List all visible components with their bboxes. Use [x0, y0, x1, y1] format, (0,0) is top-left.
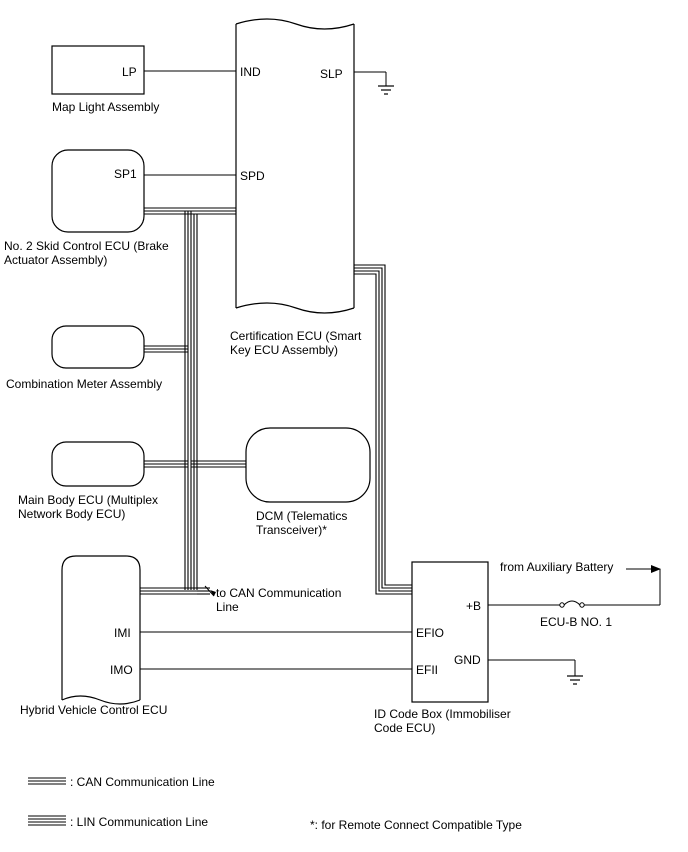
certification-ecu-label-2: Key ECU Assembly)	[230, 343, 338, 357]
main-body-label-2: Network Body ECU)	[18, 507, 125, 521]
dcm-label-1: DCM (Telematics	[256, 509, 347, 523]
power-wire	[488, 565, 661, 608]
lin-bus	[354, 264, 412, 595]
footnote: *: for Remote Connect Compatible Type	[310, 818, 522, 832]
legend-lin-swatch	[28, 815, 66, 826]
certification-ecu-label-1: Certification ECU (Smart	[230, 329, 362, 343]
dcm-box	[245, 427, 371, 503]
pin-lp: LP	[122, 65, 137, 79]
pin-efii: EFII	[416, 663, 438, 677]
hybrid-ecu-label: Hybrid Vehicle Control ECU	[20, 703, 167, 717]
combination-meter-label: Combination Meter Assembly	[6, 377, 162, 391]
dcm-label-2: Transceiver)*	[256, 523, 327, 537]
pin-spd: SPD	[240, 169, 265, 183]
id-code-box-label-2: Code ECU)	[374, 721, 435, 735]
combination-meter-box	[51, 325, 145, 369]
skid-control-box	[51, 149, 145, 233]
legend-lin-label: : LIN Communication Line	[70, 815, 208, 829]
hybrid-ecu	[61, 555, 141, 705]
certification-ecu	[235, 18, 355, 314]
can-line-arrow	[204, 585, 216, 597]
main-body-label-1: Main Body ECU (Multiplex	[18, 493, 158, 507]
skid-control-label-2: Actuator Assembly)	[4, 253, 107, 267]
skid-control-label-1: No. 2 Skid Control ECU (Brake	[4, 239, 169, 253]
aux-battery-label: from Auxiliary Battery	[500, 560, 613, 574]
legend-can-swatch	[28, 777, 66, 785]
main-body-ecu-box	[51, 441, 145, 487]
fuse-label: ECU-B NO. 1	[540, 615, 612, 629]
pin-slp: SLP	[320, 67, 343, 81]
pin-imo: IMO	[110, 663, 133, 677]
pin-sp1: SP1	[114, 167, 137, 181]
can-line-label-2: Line	[216, 600, 239, 614]
map-light-box	[51, 45, 145, 95]
pin-ind: IND	[240, 65, 261, 79]
pin-plus-b: +B	[466, 599, 481, 613]
pin-imi: IMI	[114, 626, 131, 640]
can-line-label-1: to CAN Communication	[216, 586, 341, 600]
ground-symbol-slp	[354, 71, 394, 95]
pin-gnd: GND	[454, 653, 481, 667]
ground-symbol-gnd	[488, 659, 583, 685]
legend-can-label: : CAN Communication Line	[70, 775, 215, 789]
can-bus	[140, 207, 246, 595]
id-code-box-label-1: ID Code Box (Immobiliser	[374, 707, 511, 721]
map-light-label: Map Light Assembly	[52, 100, 159, 114]
pin-efio: EFIO	[416, 626, 444, 640]
